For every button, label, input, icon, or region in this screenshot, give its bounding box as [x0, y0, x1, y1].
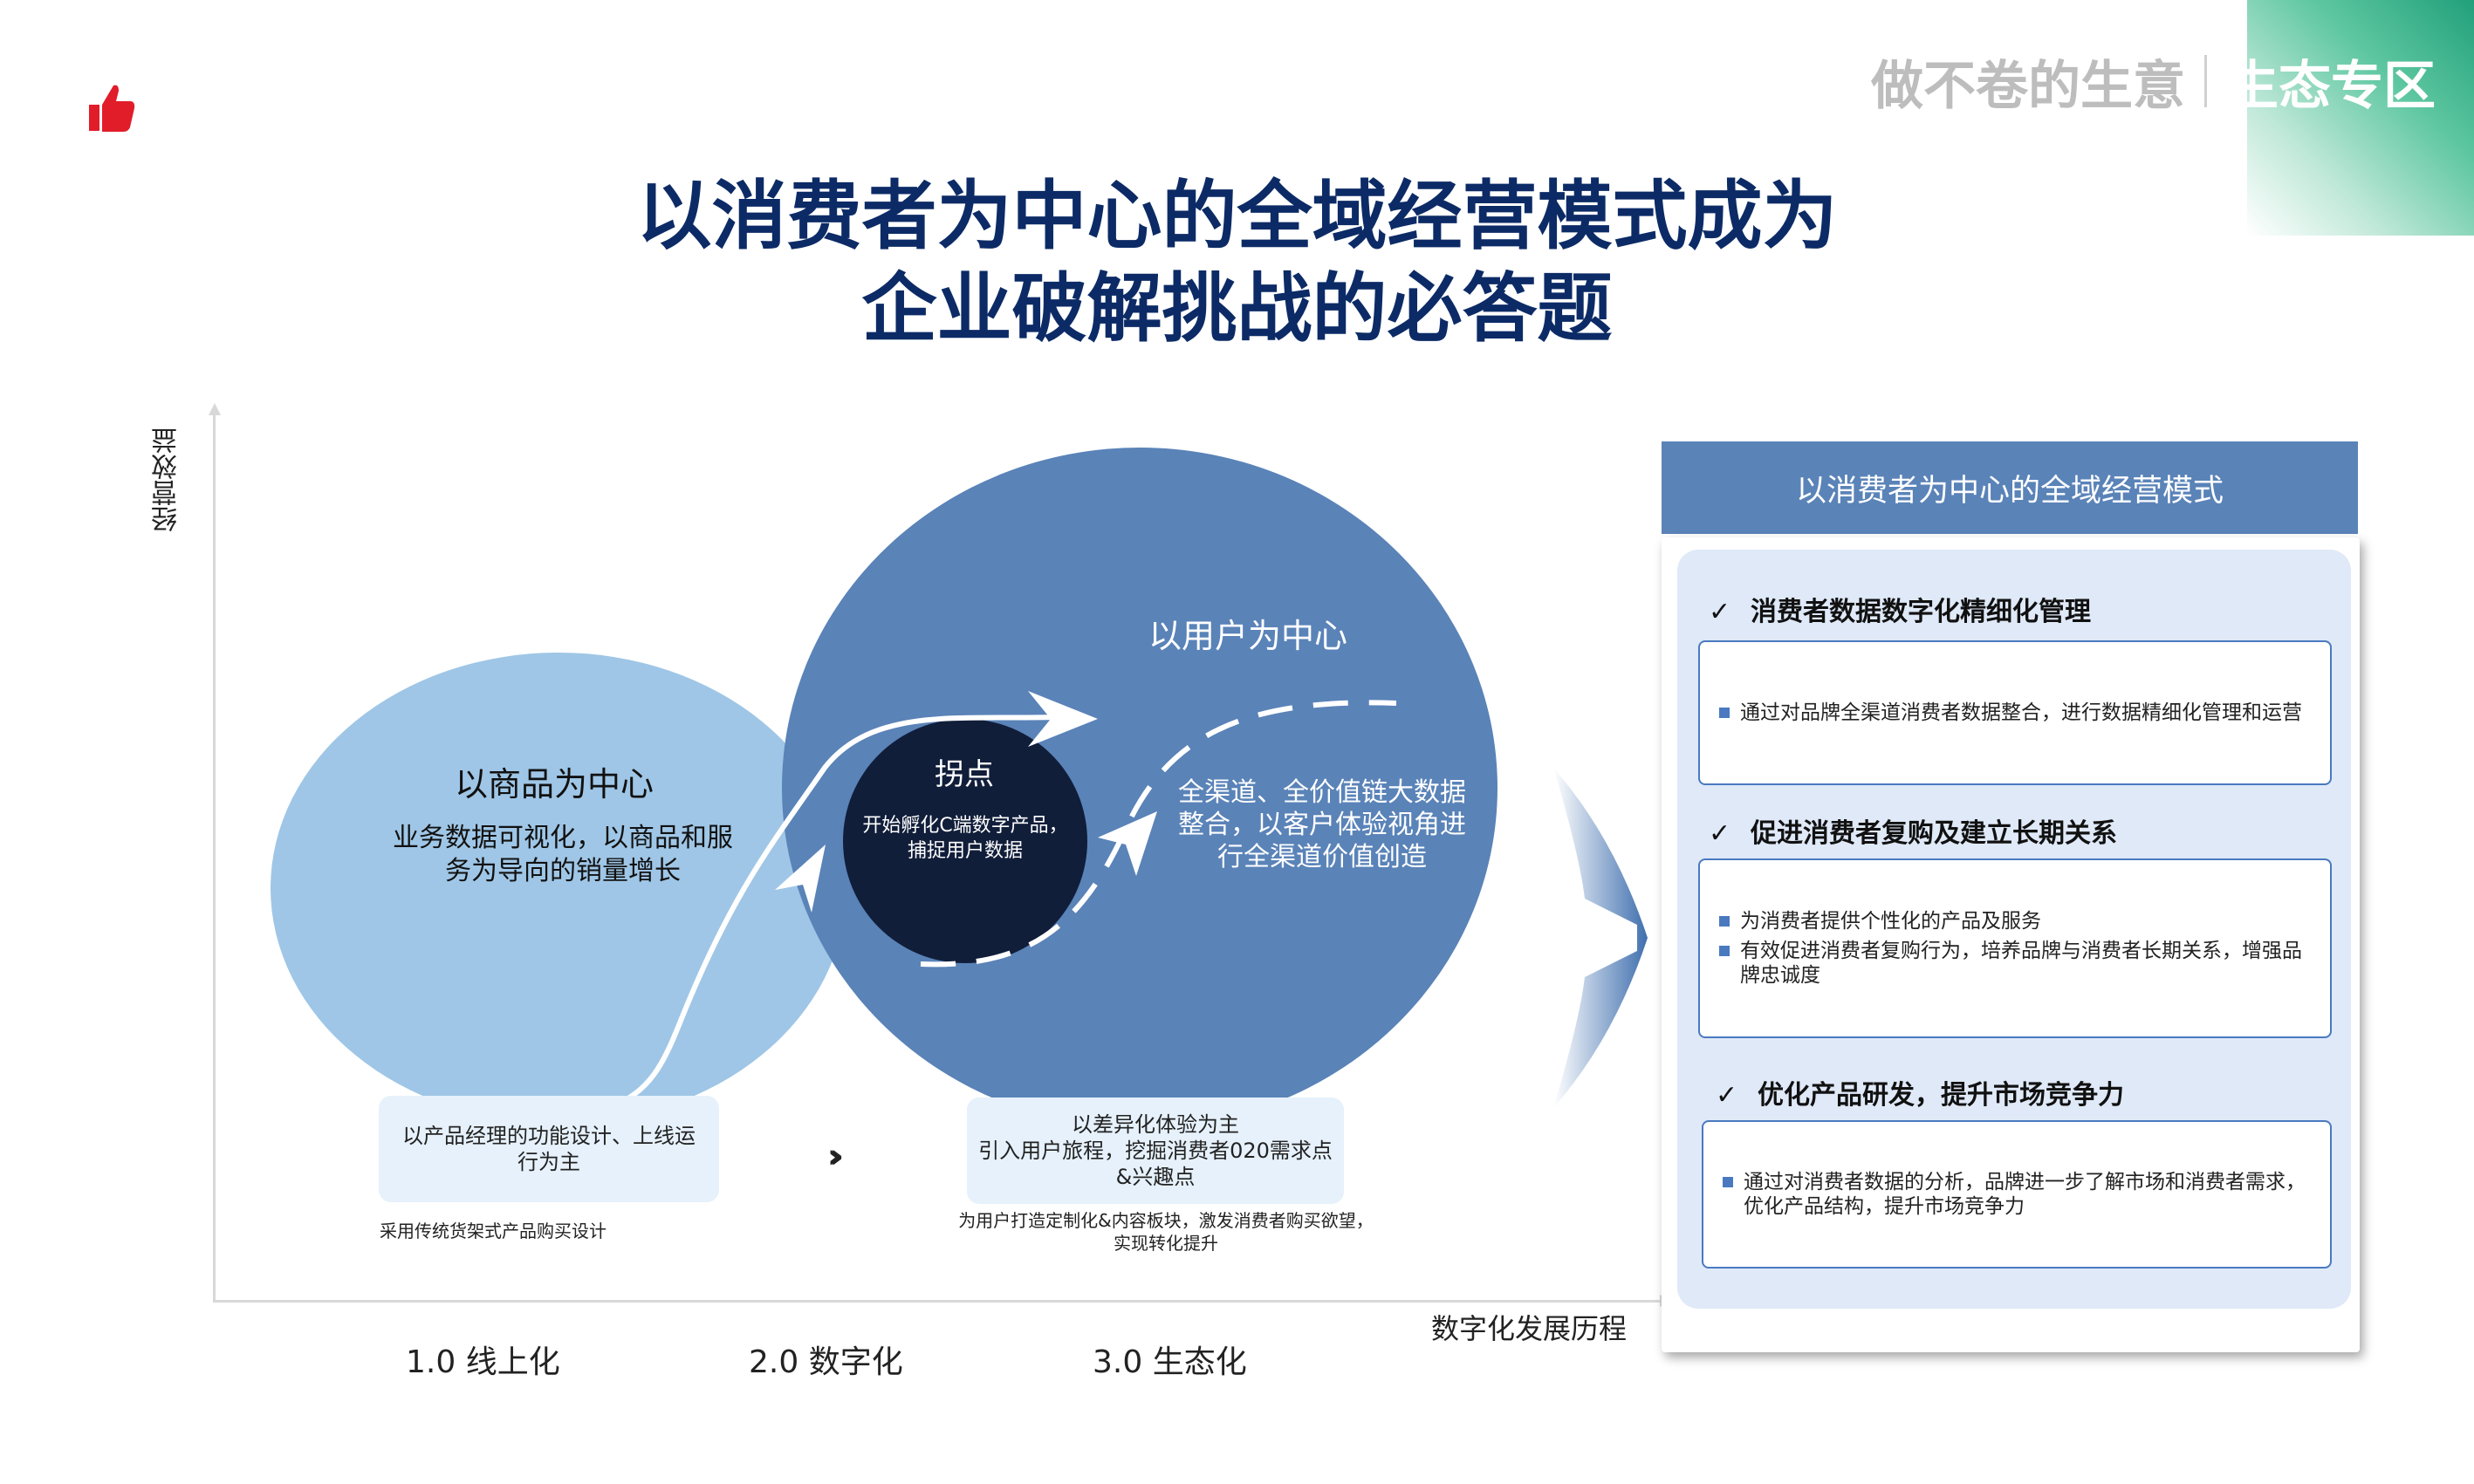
section-2-title: ✓促进消费者复购及建立长期关系 — [1709, 818, 2117, 849]
inflection-circle — [843, 719, 1087, 963]
bullet-square-icon — [1719, 916, 1730, 927]
stage-label-3: 3.0 生态化 — [1093, 1344, 1247, 1380]
section-3-card: 通过对消费者数据的分析，品牌进一步了解市场和消费者需求，优化产品结构，提升市场竞… — [1702, 1120, 2332, 1269]
checkmark-icon: ✓ — [1709, 818, 1731, 849]
inflection-title: 拐点 — [935, 757, 994, 792]
stage1-note: 采用传统货架式产品购买设计 — [380, 1221, 607, 1241]
stage2-box-line3: &兴趣点 — [1115, 1165, 1196, 1189]
panel-inner: ✓消费者数据数字化精细化管理 通过对品牌全渠道消费者数据整合，进行数据精细化管理… — [1677, 550, 2351, 1309]
inflection-desc: 开始孵化C端数字产品，捕捉用户数据 — [862, 815, 1068, 862]
thumbs-up-icon — [89, 85, 135, 132]
dashed-curve-arrow — [1098, 811, 1157, 876]
section-1-bullet-1: 通过对品牌全渠道消费者数据整合，进行数据精细化管理和运营 — [1719, 701, 2311, 725]
title-line-2: 企业破解挑战的必答题 — [861, 265, 1613, 352]
section-2-card: 为消费者提供个性化的产品及服务 有效促进消费者复购行为，培养品牌与消费者长期关系… — [1698, 858, 2332, 1038]
section-2-bullet-2: 有效促进消费者复购行为，培养品牌与消费者长期关系，增强品牌忠诚度 — [1719, 939, 2311, 988]
y-axis-arrow-icon — [209, 403, 221, 415]
brand-header: 做不卷的生意 生态专区 — [1871, 51, 2436, 117]
product-circle-title: 以商品为中心 — [454, 765, 654, 804]
section-3-bullet-1: 通过对消费者数据的分析，品牌进一步了解市场和消费者需求，优化产品结构，提升市场竞… — [1723, 1170, 2311, 1219]
section-3-title: ✓优化产品研发，提升市场竞争力 — [1716, 1080, 2124, 1111]
checkmark-icon: ✓ — [1709, 597, 1731, 627]
bullet-square-icon — [1723, 1177, 1733, 1187]
solid-curve-arrow — [1028, 691, 1098, 747]
user-circle-title: 以用户为中心 — [1148, 617, 1347, 655]
stage2-box-line1: 以差异化体验为主 — [1072, 1112, 1239, 1137]
brand-name: 做不卷的生意 — [1871, 55, 2185, 117]
x-axis-label: 数字化发展历程 — [1431, 1312, 1628, 1345]
stage1-box-text: 以产品经理的功能设计、上线运行为主 — [402, 1124, 696, 1174]
page-title: 以消费者为中心的全域经营模式成为 企业破解挑战的必答题 — [0, 170, 2474, 355]
stage2-box: 以差异化体验为主 引入用户旅程，挖掘消费者020需求点 &兴趣点 — [967, 1098, 1344, 1204]
section-1-card: 通过对品牌全渠道消费者数据整合，进行数据精细化管理和运营 — [1698, 640, 2332, 785]
bullet-square-icon — [1719, 708, 1730, 718]
brand-section: 生态专区 — [2226, 55, 2436, 117]
transition-arrow-icon — [1553, 768, 1648, 1108]
product-centric-circle — [271, 653, 846, 1124]
bullet-square-icon — [1719, 946, 1730, 956]
section-1-title: ✓消费者数据数字化精细化管理 — [1709, 597, 2091, 627]
stage-label-2: 2.0 数字化 — [749, 1344, 903, 1380]
dashed-growth-curve — [920, 700, 1397, 968]
brand-separator — [2204, 55, 2207, 107]
product-circle-desc: 业务数据可视化，以商品和服务为导向的销量增长 — [393, 823, 733, 886]
section-2-bullet-1: 为消费者提供个性化的产品及服务 — [1719, 909, 2311, 933]
checkmark-icon: ✓ — [1716, 1080, 1738, 1111]
solid-curve-midarrow — [775, 845, 826, 913]
title-line-1: 以消费者为中心的全域经营模式成为 — [636, 173, 1838, 260]
stage1-box: 以产品经理的功能设计、上线运行为主 — [379, 1096, 719, 1202]
x-axis — [213, 1300, 1662, 1303]
y-axis — [213, 410, 216, 1302]
corner-gradient — [2247, 0, 2474, 236]
user-circle-desc: 全渠道、全价值链大数据整合，以客户体验视角进行全渠道价值创造 — [1178, 777, 1466, 872]
stage2-box-line2: 引入用户旅程，挖掘消费者020需求点 — [978, 1139, 1333, 1163]
panel-header: 以消费者为中心的全域经营模式 — [1662, 441, 2358, 534]
triple-chevron-icon: ››› — [827, 1137, 844, 1175]
panel: ✓消费者数据数字化精细化管理 通过对品牌全渠道消费者数据整合，进行数据精细化管理… — [1662, 537, 2360, 1352]
stage-label-1: 1.0 线上化 — [406, 1344, 560, 1380]
solid-growth-curve — [374, 715, 1057, 1126]
stage2-note: 为用户打造定制化&内容板块，激发消费者购买欲望，实现转化提升 — [958, 1210, 1374, 1254]
